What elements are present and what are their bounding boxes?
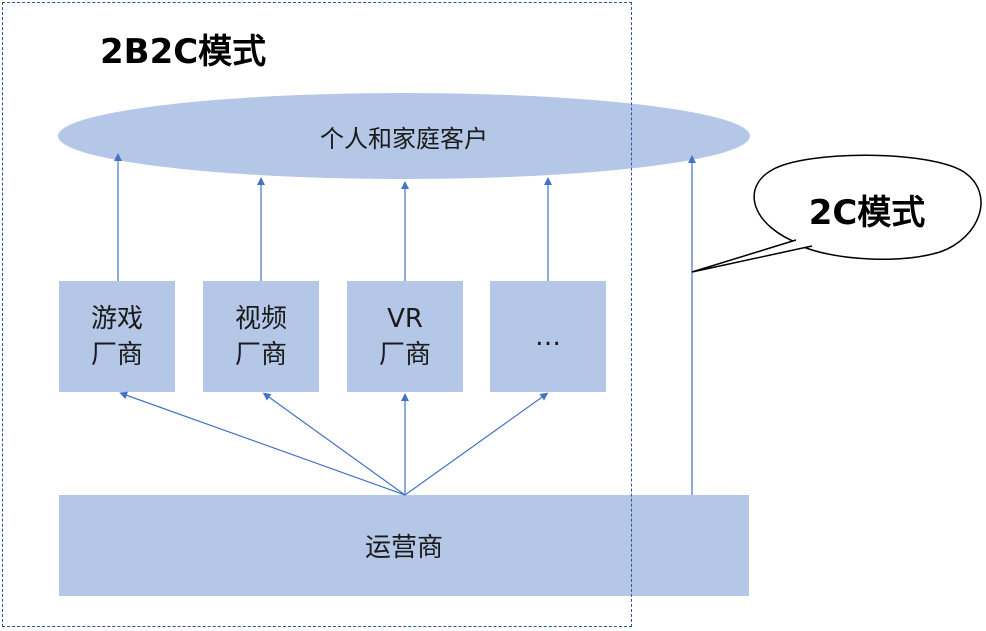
- callout-tail: [691, 239, 813, 273]
- vendor-box-more: [490, 281, 606, 392]
- operator-box: [59, 495, 749, 596]
- arrow-operator-to-game: [119, 391, 406, 496]
- 2b2c-frame: [2, 2, 632, 627]
- 2b2c-title: 2B2C模式: [100, 32, 267, 72]
- vendor-box-video: [203, 281, 319, 392]
- vendor-box-vr: [347, 281, 463, 392]
- arrow-operator-to-video: [262, 392, 406, 496]
- vendor-box-game: [59, 281, 175, 392]
- customer-ellipse: [58, 93, 750, 179]
- arrow-operator-to-more: [404, 392, 549, 496]
- callout-bubble: [753, 154, 982, 260]
